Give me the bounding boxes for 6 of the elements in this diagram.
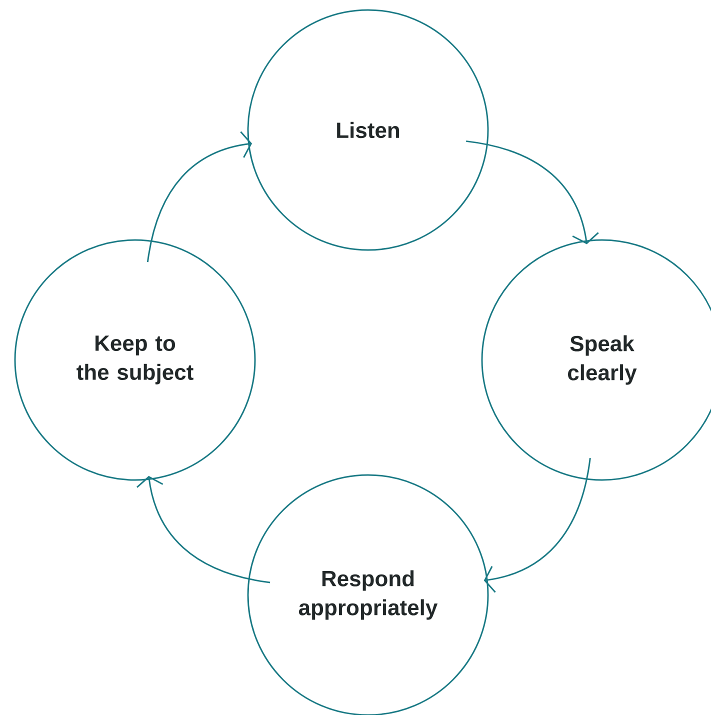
arrow — [136, 476, 270, 584]
arrow — [484, 458, 591, 593]
circle-node: Listen — [247, 9, 489, 251]
circle-node: Keep to the subject — [14, 239, 256, 481]
arrow — [146, 131, 252, 262]
arrow — [466, 140, 599, 244]
